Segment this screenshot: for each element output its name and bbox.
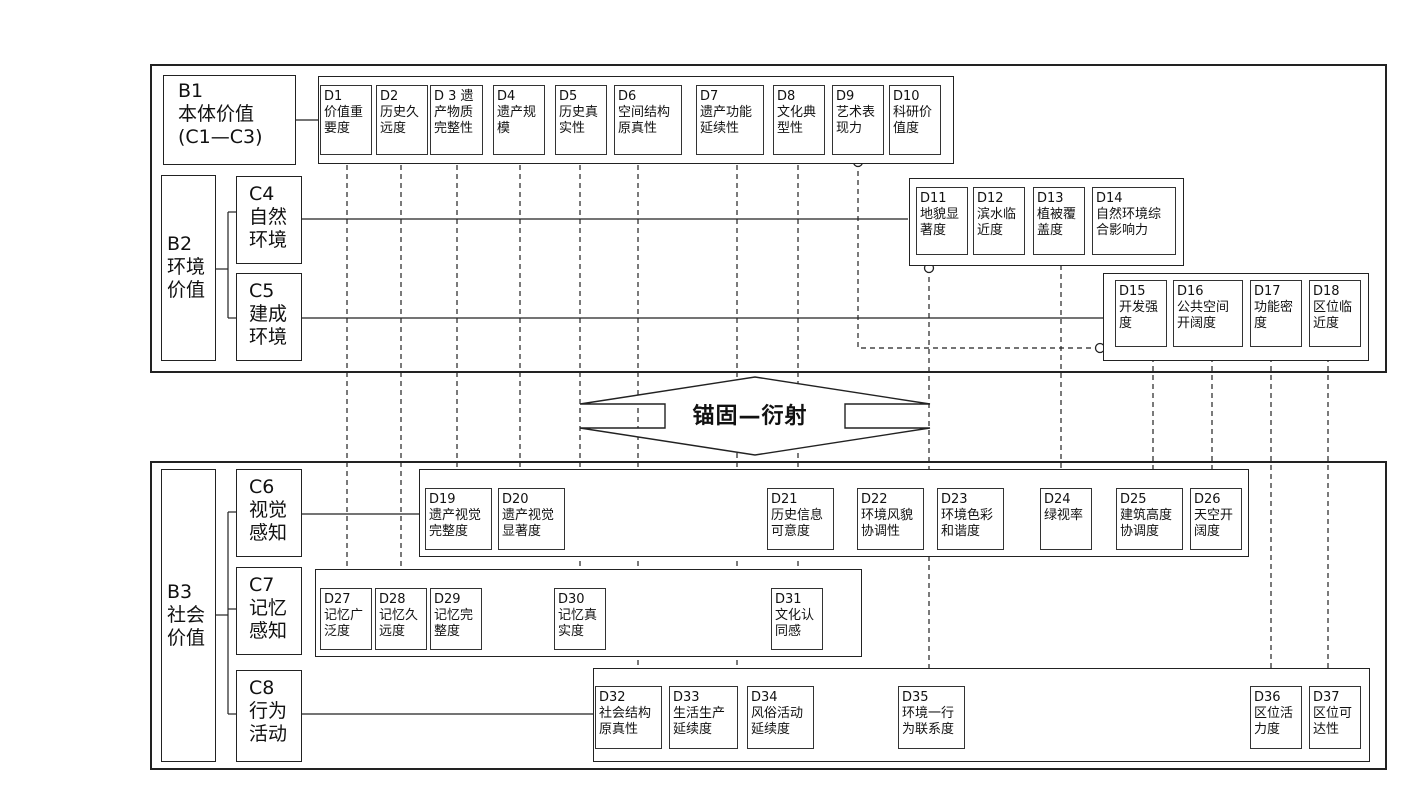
anchor-diffraction-label: 锚固—衍射 xyxy=(692,404,808,429)
indicator-d3: D 3 遗产物质完整性 xyxy=(430,85,483,155)
top-frame xyxy=(150,64,1387,373)
bottom-frame xyxy=(150,461,1387,770)
